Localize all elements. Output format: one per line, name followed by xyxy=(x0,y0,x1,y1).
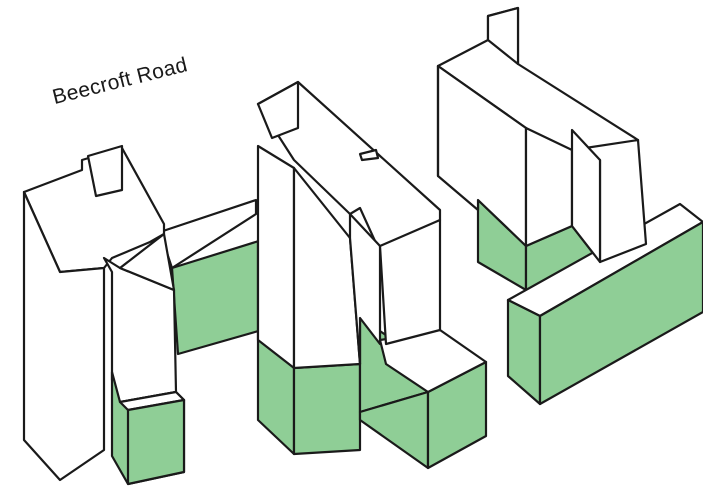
left-podium-green-front xyxy=(126,398,186,486)
centre-tower-notch xyxy=(256,80,300,140)
centre-tower-front xyxy=(256,144,296,370)
left-tower-front xyxy=(22,190,106,482)
left-tower-notch xyxy=(86,144,124,198)
right-building xyxy=(436,6,703,406)
right-tower-notch xyxy=(486,6,520,66)
left-building xyxy=(22,144,186,486)
right-tower-inner xyxy=(570,128,602,264)
centre-tower-side xyxy=(378,218,442,346)
right-slab-side xyxy=(538,220,703,406)
left-tower-right-face xyxy=(118,232,176,292)
right-tower-wing xyxy=(524,126,574,248)
centre-building xyxy=(256,80,488,470)
centre-small-notch xyxy=(358,148,380,162)
centre-podium-mid xyxy=(292,362,362,456)
right-slab-front xyxy=(506,298,542,406)
